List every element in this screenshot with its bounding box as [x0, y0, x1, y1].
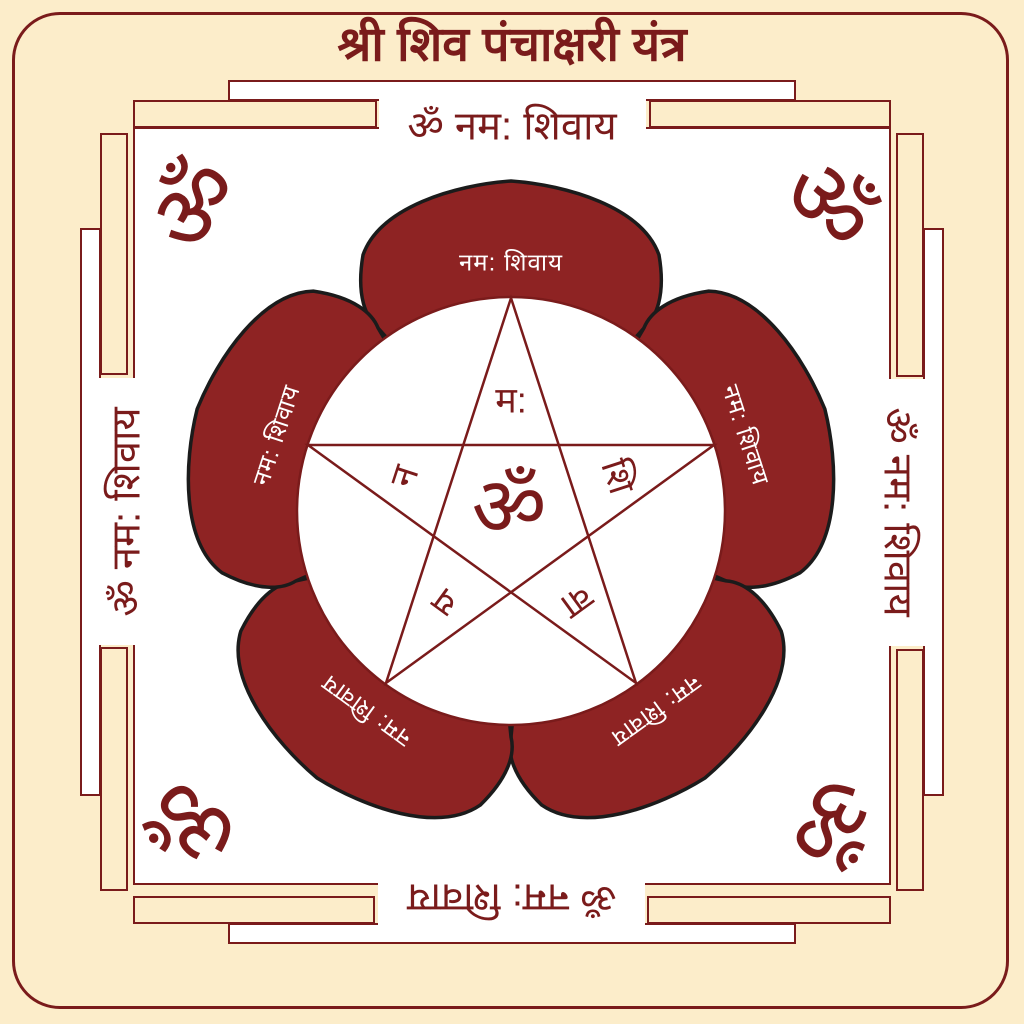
petal-mantra-top: नम: शिवाय — [458, 249, 564, 277]
page-title: श्री शिव पंचाक्षरी यंत्र — [337, 18, 687, 72]
star-syllable-ma: म: — [495, 379, 527, 421]
outer-rounded-border — [12, 12, 1009, 1009]
pentagram-star — [304, 293, 718, 687]
center-om: ॐ — [471, 462, 547, 553]
